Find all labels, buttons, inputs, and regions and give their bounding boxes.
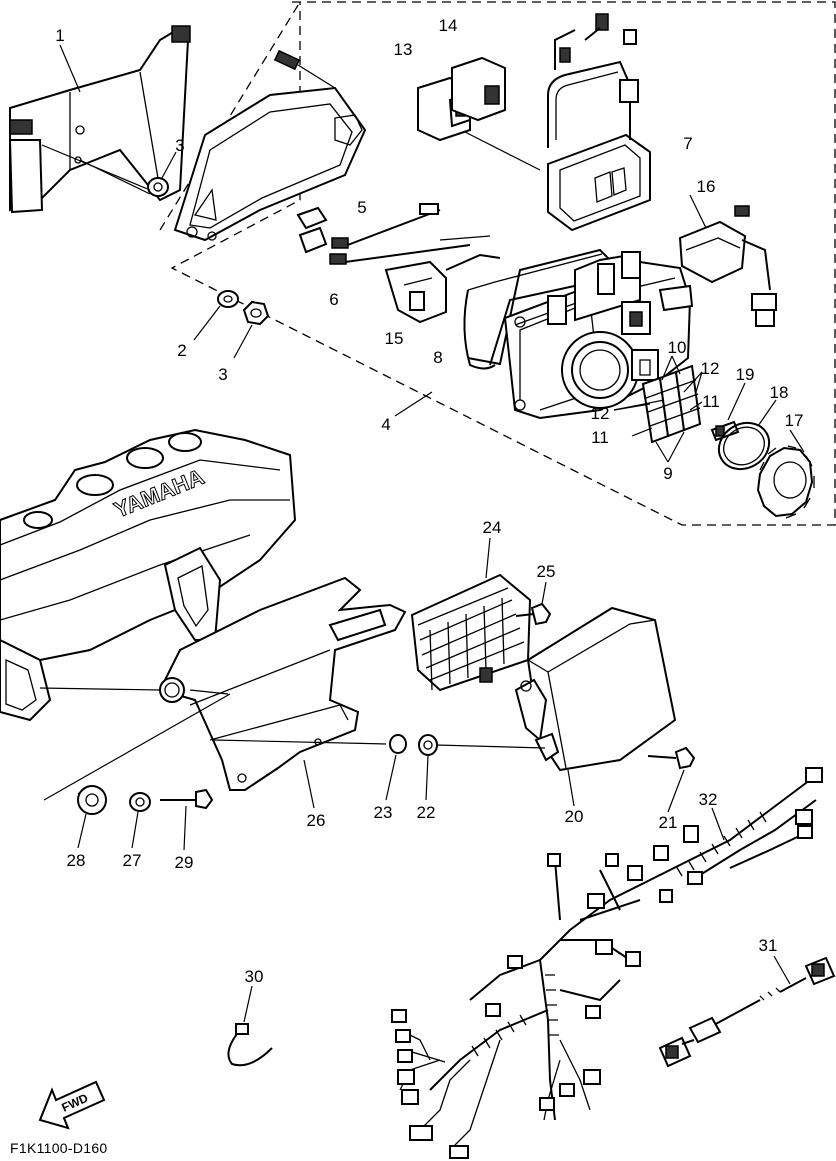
- callout-22: 22: [417, 803, 436, 822]
- relay-part-14: [451, 56, 506, 122]
- callout-4-leader: [394, 391, 433, 417]
- intake-housing: [503, 251, 694, 420]
- nut-part-3b: [233, 300, 270, 359]
- callout-27: 27: [123, 851, 142, 870]
- bolt-part-21: [647, 746, 696, 813]
- fuse-part-19: [710, 382, 746, 442]
- callout-29: 29: [175, 853, 194, 872]
- nut-part-3a: [41, 144, 177, 197]
- mount-line-a: [213, 739, 387, 745]
- wire-harness-part-32: [391, 767, 823, 1159]
- callout-9: 9: [663, 464, 672, 483]
- callout-8: 8: [433, 348, 442, 367]
- rectifier-part-24: [410, 537, 532, 692]
- callout-11a: 11: [702, 392, 720, 411]
- callout-21: 21: [659, 813, 678, 832]
- collar-part-27: [129, 792, 151, 849]
- callout-17: 17: [785, 411, 804, 430]
- callout-26: 26: [307, 811, 326, 830]
- control-unit-part-20: [514, 606, 677, 807]
- callout-13: 13: [394, 40, 413, 59]
- washer-part-2: [193, 290, 239, 341]
- forward-direction-arrow: FWD: [38, 1080, 106, 1130]
- callout-14: 14: [439, 16, 458, 35]
- engine-cylinder-cover: YAMAHA: [0, 428, 297, 722]
- bolt-sensor-part-6: [329, 235, 491, 265]
- sub-lead-part-31: [658, 955, 836, 1068]
- sensor-part-15: [384, 253, 501, 324]
- callout-28: 28: [67, 851, 86, 870]
- callout-30: 30: [245, 967, 264, 986]
- bolt-sensor-part-5: [296, 203, 441, 254]
- grommet-part-28: [77, 785, 107, 849]
- cap-part-17: [756, 429, 815, 519]
- relay-leader: [464, 131, 541, 171]
- assembly-boundary-4: [159, 1, 836, 526]
- grommet-part-23: [385, 734, 407, 801]
- module-part-7: [547, 13, 651, 232]
- bolt-part-29: [160, 788, 214, 851]
- figure-code: F1K1100-D160: [10, 1140, 108, 1156]
- callout-7: 7: [683, 134, 692, 153]
- callout-32: 32: [699, 790, 718, 809]
- bolt-part-25: [515, 581, 552, 626]
- collar-part-22: [418, 734, 438, 801]
- callout-31: 31: [759, 936, 778, 955]
- clamp-part-30: [227, 985, 273, 1067]
- bracket-plate-part-26: [39, 576, 407, 809]
- callout-5: 5: [357, 198, 366, 217]
- gasket-part-8: [463, 248, 614, 370]
- o-ring-part-18: [717, 399, 777, 471]
- callout-24: 24: [483, 518, 502, 537]
- callout-3a: 3: [175, 136, 184, 155]
- callout-20: 20: [565, 807, 584, 826]
- callout-2: 2: [177, 341, 186, 360]
- base-plate: [173, 49, 367, 242]
- callout-11b: 11: [591, 428, 609, 447]
- callout-1: 1: [55, 26, 64, 45]
- callout-12a: 12: [701, 359, 720, 378]
- callout-25: 25: [537, 562, 556, 581]
- callout-4: 4: [381, 415, 390, 434]
- callout-6: 6: [329, 290, 338, 309]
- callout-10: 10: [668, 338, 687, 357]
- callout-12b: 12: [591, 404, 610, 423]
- terminal-blocks-parts-9-12: [613, 355, 703, 463]
- callout-3b: 3: [218, 365, 227, 384]
- sensor-part-16: [678, 194, 777, 327]
- callout-23: 23: [374, 803, 393, 822]
- mount-line-b: [435, 744, 546, 749]
- callout-15: 15: [385, 329, 404, 348]
- bracket-part-1: [8, 25, 191, 214]
- callout-19: 19: [736, 365, 755, 384]
- callout-16: 16: [697, 177, 716, 196]
- callout-18: 18: [770, 383, 789, 402]
